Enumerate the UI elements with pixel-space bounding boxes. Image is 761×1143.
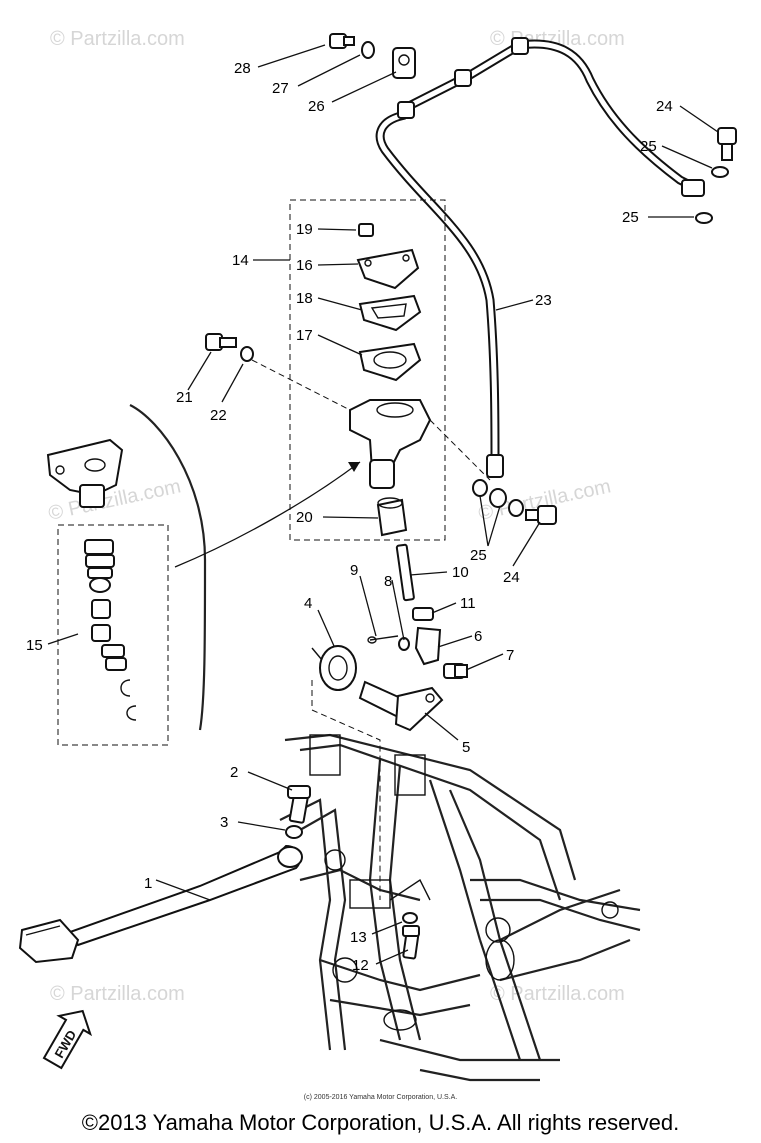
callout-19: 19 bbox=[296, 221, 313, 238]
inset-master-cylinder bbox=[46, 438, 124, 508]
small-copyright: (c) 2005-2016 Yamaha Motor Corporation, … bbox=[303, 1094, 458, 1101]
callout-3: 3 bbox=[220, 814, 228, 831]
main-copyright: ©2013 Yamaha Motor Corporation, U.S.A. A… bbox=[81, 1110, 680, 1135]
callout-6: 6 bbox=[474, 628, 482, 645]
callout-13: 13 bbox=[350, 929, 367, 946]
callout-16: 16 bbox=[296, 257, 313, 274]
union-bolt-top bbox=[695, 127, 737, 224]
push-rod bbox=[367, 543, 468, 679]
callout-8: 8 bbox=[384, 573, 392, 590]
callout-7: 7 bbox=[506, 647, 514, 664]
union-bolt-lower bbox=[472, 479, 557, 525]
callout-1: 1 bbox=[144, 875, 152, 892]
watermark: © Partzilla.com bbox=[490, 983, 625, 1005]
callout-24-lower: 24 bbox=[503, 569, 520, 586]
frame-drawing bbox=[279, 733, 641, 1082]
master-cylinder bbox=[349, 223, 432, 537]
callout-4: 4 bbox=[304, 595, 312, 612]
callout-14: 14 bbox=[232, 252, 249, 269]
callout-27: 27 bbox=[272, 80, 289, 97]
callout-12: 12 bbox=[352, 957, 369, 974]
callout-18: 18 bbox=[296, 290, 313, 307]
callout-20: 20 bbox=[296, 509, 313, 526]
callout-10: 10 bbox=[452, 564, 469, 581]
callout-17: 17 bbox=[296, 327, 313, 344]
callout-5: 5 bbox=[462, 739, 470, 756]
brake-shaft bbox=[358, 680, 444, 732]
watermark: © Partzilla.com bbox=[50, 28, 185, 50]
callout-9: 9 bbox=[350, 562, 358, 579]
inset-parts-group bbox=[57, 524, 169, 746]
pedal-bolt bbox=[285, 785, 311, 839]
leader-lines bbox=[47, 44, 719, 965]
callout-26: 26 bbox=[308, 98, 325, 115]
callouts: 1 2 3 4 5 6 7 8 9 10 11 12 13 14 15 16 1… bbox=[26, 60, 673, 974]
callout-24-top: 24 bbox=[656, 98, 673, 115]
brake-hose bbox=[375, 37, 705, 478]
callout-21: 21 bbox=[176, 389, 193, 406]
master-cylinder-group bbox=[289, 199, 446, 541]
fwd-arrow: FWD bbox=[42, 1009, 93, 1070]
brake-pedal bbox=[18, 844, 303, 964]
callout-28: 28 bbox=[234, 60, 251, 77]
return-spring bbox=[311, 645, 357, 691]
watermark: © Partzilla.com bbox=[50, 983, 185, 1005]
callout-25-right: 25 bbox=[622, 209, 639, 226]
callout-25-top: 25 bbox=[640, 138, 657, 155]
callout-11: 11 bbox=[460, 595, 476, 612]
mounting-bolt bbox=[205, 333, 254, 362]
callout-23: 23 bbox=[535, 292, 552, 309]
hose-clamp bbox=[329, 33, 416, 79]
inset-piston-kit bbox=[84, 539, 137, 721]
callout-15: 15 bbox=[26, 637, 43, 654]
callout-25-lower: 25 bbox=[470, 547, 487, 564]
plate-bolt bbox=[402, 912, 420, 960]
callout-22: 22 bbox=[210, 407, 227, 424]
callout-2: 2 bbox=[230, 764, 238, 781]
